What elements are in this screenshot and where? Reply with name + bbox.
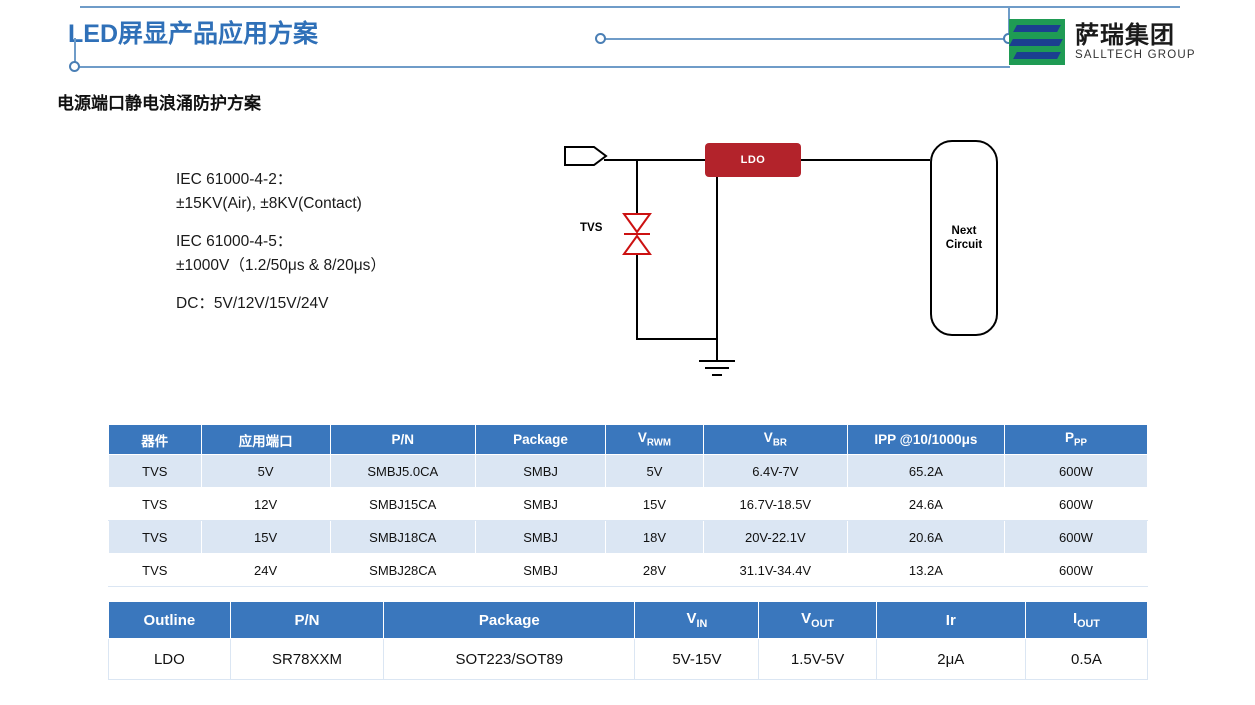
- cell-ir: 2μA: [875, 638, 1026, 680]
- cell-ipp: 65.2A: [846, 454, 1005, 488]
- cell-vin: 5V-15V: [634, 638, 760, 680]
- next-circuit-block: Next Circuit: [930, 140, 998, 336]
- header-node-left-icon: [595, 33, 606, 44]
- table-header-row: 器件 应用端口 P/N Package VRWM VBR IPP @10/100…: [108, 424, 1149, 455]
- page-title: LED屏显产品应用方案: [68, 20, 319, 48]
- th-vbr: VBR: [702, 424, 848, 455]
- cell-device: TVS: [108, 454, 202, 488]
- header-mid-rule: [600, 38, 1010, 40]
- spec-line-5: DC：5V/12V/15V/24V: [176, 295, 329, 313]
- cell-package: SMBJ: [474, 553, 607, 587]
- cell-device: TVS: [108, 487, 202, 521]
- cell-ppp: 600W: [1003, 520, 1149, 554]
- next-circuit-line-1: Next: [951, 224, 977, 237]
- company-logo: 萨瑞集团 SALLTECH GROUP: [1009, 14, 1245, 70]
- table-header-row: Outline P/N Package VIN VOUT Ir IOUT: [108, 601, 1149, 639]
- tvs-label: TVS: [580, 222, 603, 234]
- ground-icon: [699, 360, 735, 376]
- cell-device: TVS: [108, 520, 202, 554]
- th-pn: P/N: [329, 424, 476, 455]
- wire-ground-rail: [636, 338, 718, 340]
- spec-line-2: ±15KV(Air), ±8KV(Contact): [176, 195, 362, 213]
- cell-vbr: 16.7V-18.5V: [702, 487, 848, 521]
- tvs-spec-table: 器件 应用端口 P/N Package VRWM VBR IPP @10/100…: [108, 424, 1149, 587]
- th-vrwm: VRWM: [605, 424, 704, 455]
- th-ir: Ir: [875, 601, 1026, 639]
- wire-ldo-gnd: [716, 177, 718, 340]
- th-iout: IOUT: [1024, 601, 1149, 639]
- cell-vrwm: 15V: [605, 487, 704, 521]
- next-circuit-line-2: Circuit: [945, 239, 983, 251]
- wire-tvs-top: [636, 159, 638, 215]
- wire-tvs-bottom: [636, 255, 638, 340]
- th-port: 应用端口: [200, 424, 331, 455]
- th-package: Package: [474, 424, 607, 455]
- table-row: TVS 24V SMBJ28CA SMBJ 28V 31.1V-34.4V 13…: [108, 553, 1149, 587]
- header-top-rule: [80, 6, 1180, 8]
- cell-pn: SMBJ18CA: [329, 520, 476, 554]
- th-ppp: PPP: [1003, 424, 1149, 455]
- cell-ppp: 600W: [1003, 553, 1149, 587]
- section-subtitle: 电源端口静电浪涌防护方案: [57, 94, 261, 113]
- table-row: TVS 12V SMBJ15CA SMBJ 15V 16.7V-18.5V 24…: [108, 487, 1149, 521]
- th-ipp: IPP @10/1000μs: [846, 424, 1005, 455]
- spec-line-4: ±1000V（1.2/50μs & 8/20μs）: [176, 257, 386, 275]
- cell-package: SOT223/SOT89: [383, 638, 636, 680]
- wire-ldo-to-next: [801, 159, 930, 161]
- input-connector-icon: [564, 146, 608, 166]
- header-node-bottom-icon: [69, 61, 80, 72]
- cell-vrwm: 28V: [605, 553, 704, 587]
- table-row: TVS 15V SMBJ18CA SMBJ 18V 20V-22.1V 20.6…: [108, 520, 1149, 554]
- cell-port: 24V: [200, 553, 331, 587]
- th-device: 器件: [108, 424, 202, 455]
- wire-input-to-ldo: [604, 159, 705, 161]
- cell-port: 15V: [200, 520, 331, 554]
- ldo-spec-table: Outline P/N Package VIN VOUT Ir IOUT LDO…: [108, 601, 1149, 680]
- cell-pn: SMBJ15CA: [329, 487, 476, 521]
- cell-pn: SMBJ5.0CA: [329, 454, 476, 488]
- cell-port: 5V: [200, 454, 331, 488]
- cell-package: SMBJ: [474, 487, 607, 521]
- cell-vout: 1.5V-5V: [758, 638, 877, 680]
- cell-vbr: 31.1V-34.4V: [702, 553, 848, 587]
- cell-iout: 0.5A: [1024, 638, 1149, 680]
- th-pn: P/N: [229, 601, 385, 639]
- table-row: TVS 5V SMBJ5.0CA SMBJ 5V 6.4V-7V 65.2A 6…: [108, 454, 1149, 488]
- circuit-schematic: LDO TVS Next Circuit: [540, 130, 1060, 400]
- spec-line-1: IEC 61000-4-2：: [176, 171, 293, 188]
- th-vin: VIN: [634, 601, 760, 639]
- logo-company-name-en: SALLTECH GROUP: [1075, 48, 1196, 61]
- cell-vrwm: 18V: [605, 520, 704, 554]
- ldo-block: LDO: [705, 143, 801, 177]
- th-vout: VOUT: [758, 601, 877, 639]
- spec-text-block: IEC 61000-4-2： ±15KV(Air), ±8KV(Contact)…: [176, 168, 386, 316]
- cell-port: 12V: [200, 487, 331, 521]
- cell-vbr: 20V-22.1V: [702, 520, 848, 554]
- cell-ipp: 24.6A: [846, 487, 1005, 521]
- cell-ipp: 13.2A: [846, 553, 1005, 587]
- cell-vbr: 6.4V-7V: [702, 454, 848, 488]
- cell-pn: SR78XXM: [229, 638, 385, 680]
- cell-package: SMBJ: [474, 454, 607, 488]
- spec-line-3: IEC 61000-4-5：: [176, 233, 293, 251]
- cell-vrwm: 5V: [605, 454, 704, 488]
- th-outline: Outline: [108, 601, 231, 639]
- cell-outline: LDO: [108, 638, 231, 680]
- logo-company-name-cn: 萨瑞集团: [1075, 22, 1175, 50]
- cell-ppp: 600W: [1003, 487, 1149, 521]
- table-row: LDO SR78XXM SOT223/SOT89 5V-15V 1.5V-5V …: [108, 638, 1149, 680]
- header-left-connector: [74, 38, 76, 68]
- cell-package: SMBJ: [474, 520, 607, 554]
- tvs-diode-icon: [622, 213, 652, 255]
- cell-pn: SMBJ28CA: [329, 553, 476, 587]
- salltech-logo-icon: [1009, 19, 1065, 65]
- cell-ppp: 600W: [1003, 454, 1149, 488]
- th-package: Package: [383, 601, 636, 639]
- wire-to-ground: [716, 338, 718, 360]
- cell-device: TVS: [108, 553, 202, 587]
- header-bottom-rule: [74, 66, 1010, 68]
- cell-ipp: 20.6A: [846, 520, 1005, 554]
